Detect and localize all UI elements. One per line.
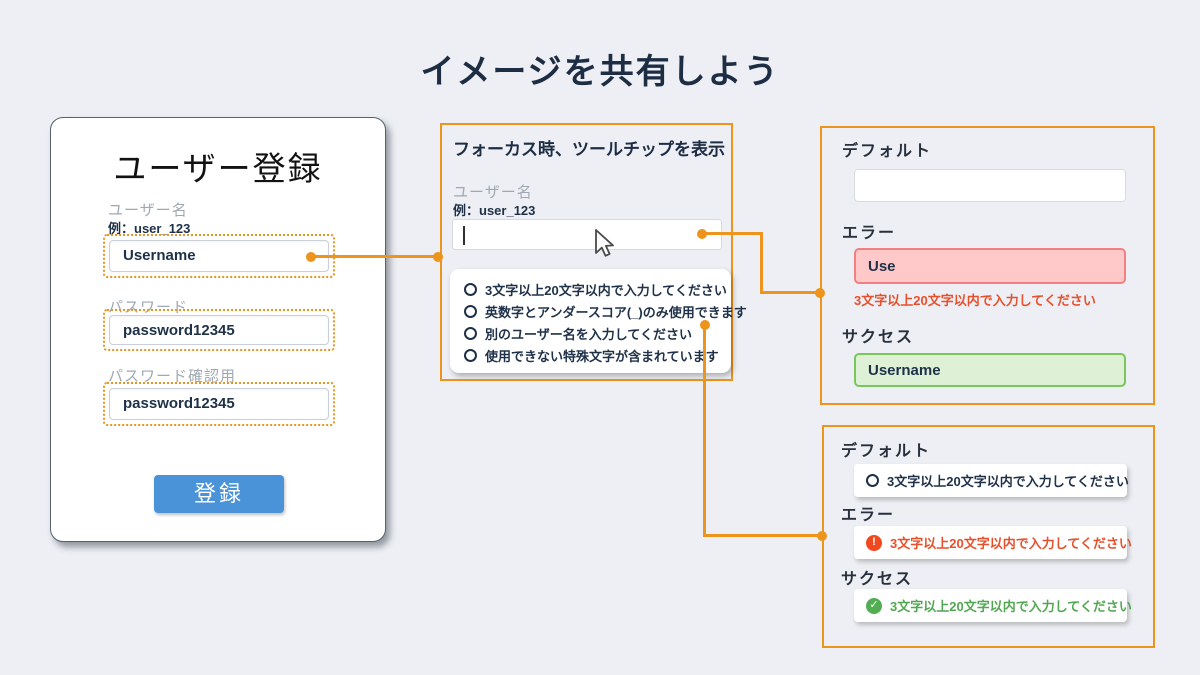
success-message-item: ✓ 3文字以上20文字以内で入力してください — [854, 589, 1132, 622]
tooltip-panel-title: フォーカス時、ツールチップを表示 — [453, 140, 725, 159]
validation-tooltip: 3文字以上20文字以内で入力してください 英数字とアンダースコア(_)のみ使用で… — [450, 269, 747, 373]
message-default-label: デフォルト — [841, 443, 932, 460]
error-state-input[interactable]: Use — [854, 248, 1126, 284]
username-input[interactable]: Username — [109, 240, 329, 272]
success-message-text: 3文字以上20文字以内で入力してください — [890, 599, 1132, 614]
username-field-highlight: Username — [103, 234, 335, 278]
input-success-label: サクセス — [842, 329, 915, 346]
register-card: ユーザー登録 ユーザー名 例：user_123 Username パスワード p… — [50, 117, 386, 542]
error-message-text: 3文字以上20文字以内で入力してください — [890, 536, 1132, 551]
password-label: パスワード — [108, 299, 189, 316]
register-button[interactable]: 登録 — [154, 475, 284, 513]
connector-line — [702, 232, 763, 235]
connector-dot — [433, 252, 443, 262]
default-message-text: 3文字以上20文字以内で入力してください — [887, 474, 1129, 489]
message-success-label: サクセス — [841, 571, 914, 588]
input-states-panel: デフォルト エラー Use 3文字以上20文字以内で入力してください サクセス … — [820, 126, 1155, 405]
input-default-label: デフォルト — [842, 143, 933, 160]
password-confirm-input[interactable]: password12345 — [109, 388, 329, 420]
tooltip-item-text: 3文字以上20文字以内で入力してください — [485, 282, 727, 298]
status-circle-icon — [464, 326, 477, 340]
connector-line — [703, 534, 824, 537]
username-hint: 例：user_123 — [108, 221, 191, 236]
connector-line — [311, 255, 440, 258]
tooltip-item: 使用できない特殊文字が含まれています — [464, 344, 731, 366]
password-confirm-label: パスワード確認用 — [108, 368, 237, 385]
tooltip-item-text: 使用できない特殊文字が含まれています — [485, 348, 719, 364]
password-input[interactable]: password12345 — [109, 315, 329, 345]
message-states-panel: デフォルト 3文字以上20文字以内で入力してください エラー ! 3文字以上20… — [822, 425, 1155, 648]
text-caret — [463, 226, 465, 245]
error-message-item: ! 3文字以上20文字以内で入力してください — [854, 526, 1132, 559]
success-state-input[interactable]: Username — [854, 353, 1126, 387]
username-label: ユーザー名 — [108, 202, 188, 219]
connector-line — [760, 232, 763, 294]
tooltip-item: 別のユーザー名を入力してください — [464, 322, 731, 344]
password-confirm-field-highlight: password12345 — [103, 382, 335, 426]
error-state-message: 3文字以上20文字以内で入力してください — [854, 293, 1096, 308]
status-circle-icon — [464, 282, 477, 296]
status-circle-icon — [464, 348, 477, 362]
status-circle-icon — [866, 474, 879, 487]
focused-username-input[interactable] — [452, 219, 722, 250]
message-error-label: エラー — [841, 507, 896, 524]
register-card-title: ユーザー登録 — [113, 150, 323, 187]
input-error-label: エラー — [842, 225, 897, 242]
tooltip-item-text: 英数字とアンダースコア(_)のみ使用できます — [485, 304, 747, 320]
tooltip-spec-panel: フォーカス時、ツールチップを表示 ユーザー名 例：user_123 3文字以上2… — [440, 123, 747, 381]
connector-dot — [817, 531, 827, 541]
success-check-icon: ✓ — [866, 597, 882, 614]
tooltip-item-text: 別のユーザー名を入力してください — [485, 326, 692, 342]
focus-username-hint: 例：user_123 — [453, 203, 536, 218]
tooltip-item: 英数字とアンダースコア(_)のみ使用できます — [464, 300, 747, 322]
password-field-highlight: password12345 — [103, 309, 335, 351]
status-circle-icon — [464, 304, 477, 318]
error-exclamation-icon: ! — [866, 534, 882, 551]
default-state-input[interactable] — [854, 169, 1126, 202]
mouse-cursor-icon — [595, 229, 614, 257]
page-title: イメージを共有しよう — [420, 53, 780, 91]
tooltip-item: 3文字以上20文字以内で入力してください — [464, 278, 731, 300]
connector-dot — [815, 288, 825, 298]
connector-line — [703, 325, 706, 537]
connector-line — [760, 291, 822, 294]
default-message-item: 3文字以上20文字以内で入力してください — [854, 464, 1129, 497]
focus-username-label: ユーザー名 — [453, 184, 533, 201]
